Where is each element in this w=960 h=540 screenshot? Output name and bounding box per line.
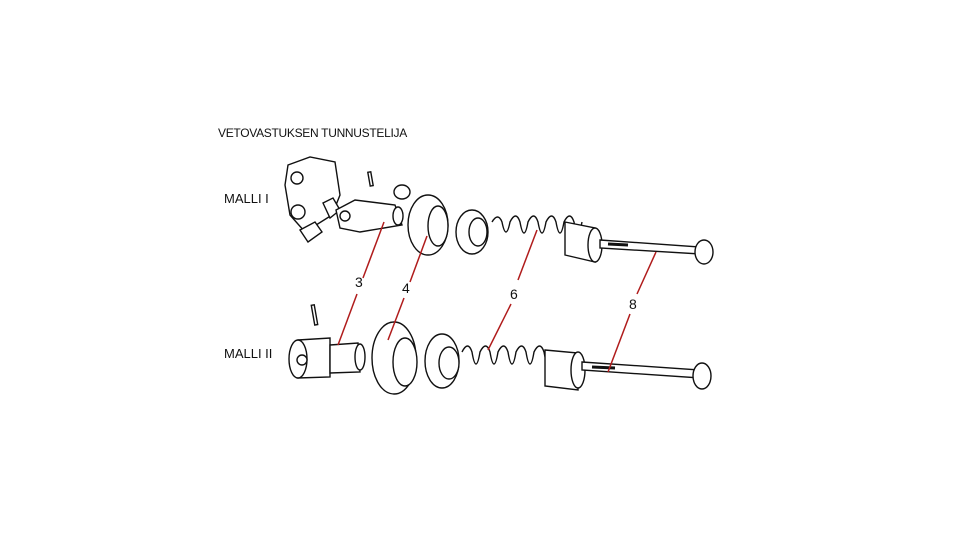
model-2-spring — [461, 345, 553, 365]
callout-3: 3 — [355, 274, 363, 290]
model-1-spring — [491, 215, 583, 234]
callout-8: 8 — [629, 296, 637, 312]
model-2-label: MALLI II — [224, 346, 273, 361]
diagram-title: VETOVASTUKSEN TUNNUSTELIJA — [218, 126, 407, 140]
callout-6: 6 — [510, 286, 518, 302]
model-2-cup — [371, 321, 418, 395]
model-1-bolt — [599, 239, 714, 265]
model-2-nut — [424, 333, 460, 389]
model-1-pin — [366, 170, 374, 187]
leader-3-top — [362, 221, 385, 279]
model-2-pin — [310, 303, 319, 326]
model-2-plunger — [288, 337, 366, 379]
model-1-bushing — [393, 184, 411, 200]
leader-4-top — [409, 235, 428, 283]
model-2-bolt — [581, 361, 712, 390]
model-1-link — [335, 199, 404, 233]
leader-8-top — [636, 251, 657, 295]
callout-4: 4 — [402, 280, 410, 296]
model-1-label: MALLI I — [224, 191, 269, 206]
leader-6-bottom — [487, 303, 512, 351]
model-1-sleeve — [564, 221, 603, 263]
leader-6-top — [517, 229, 538, 281]
model-1-bracket — [284, 156, 341, 243]
model-1-nut — [455, 209, 489, 255]
leader-8-bottom — [607, 313, 631, 373]
leader-3-bottom — [337, 293, 358, 346]
model-1-cup — [407, 194, 449, 256]
leader-4-bottom — [387, 297, 405, 341]
model-2-sleeve — [544, 349, 586, 391]
